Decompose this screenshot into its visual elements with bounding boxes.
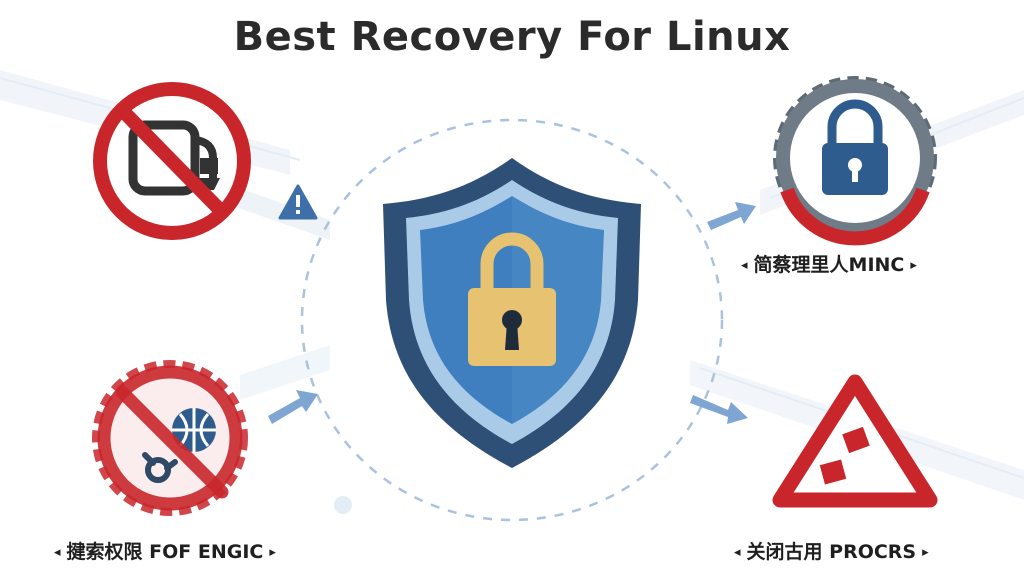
chevron-right-icon: ▸	[269, 545, 276, 560]
dashed-orbit-ring	[300, 118, 724, 522]
warning-triangle-icon	[772, 374, 938, 508]
caption-bottom-left: ◂ 揵索权限 FOF ENGIC ▸	[48, 537, 282, 564]
chevron-left-icon: ◂	[741, 258, 748, 273]
decor-dot	[334, 496, 352, 514]
caption-bottom-right: ◂ 关闭古用 PROCRS ▸	[728, 537, 935, 564]
gear-lock-icon	[773, 76, 937, 246]
caption-top-right-text: 简蔡理里人MINC	[753, 254, 905, 276]
caption-bottom-left-text: 揵索权限 FOF ENGIC	[66, 541, 264, 563]
warning-small-icon	[278, 184, 318, 220]
chevron-left-icon: ◂	[54, 545, 61, 560]
chevron-right-icon: ▸	[910, 258, 917, 273]
page-title: Best Recovery For Linux	[233, 14, 791, 60]
chevron-right-icon: ▸	[922, 545, 929, 560]
shield-padlock-icon	[383, 158, 641, 468]
arrow-icon	[268, 202, 756, 424]
forbidden-gear-globe-icon	[92, 360, 248, 516]
chevron-left-icon: ◂	[734, 545, 741, 560]
caption-bottom-right-text: 关闭古用 PROCRS	[746, 541, 917, 563]
forbidden-terminal-icon	[93, 82, 251, 240]
caption-top-right: ◂ 简蔡理里人MINC ▸	[735, 250, 923, 277]
